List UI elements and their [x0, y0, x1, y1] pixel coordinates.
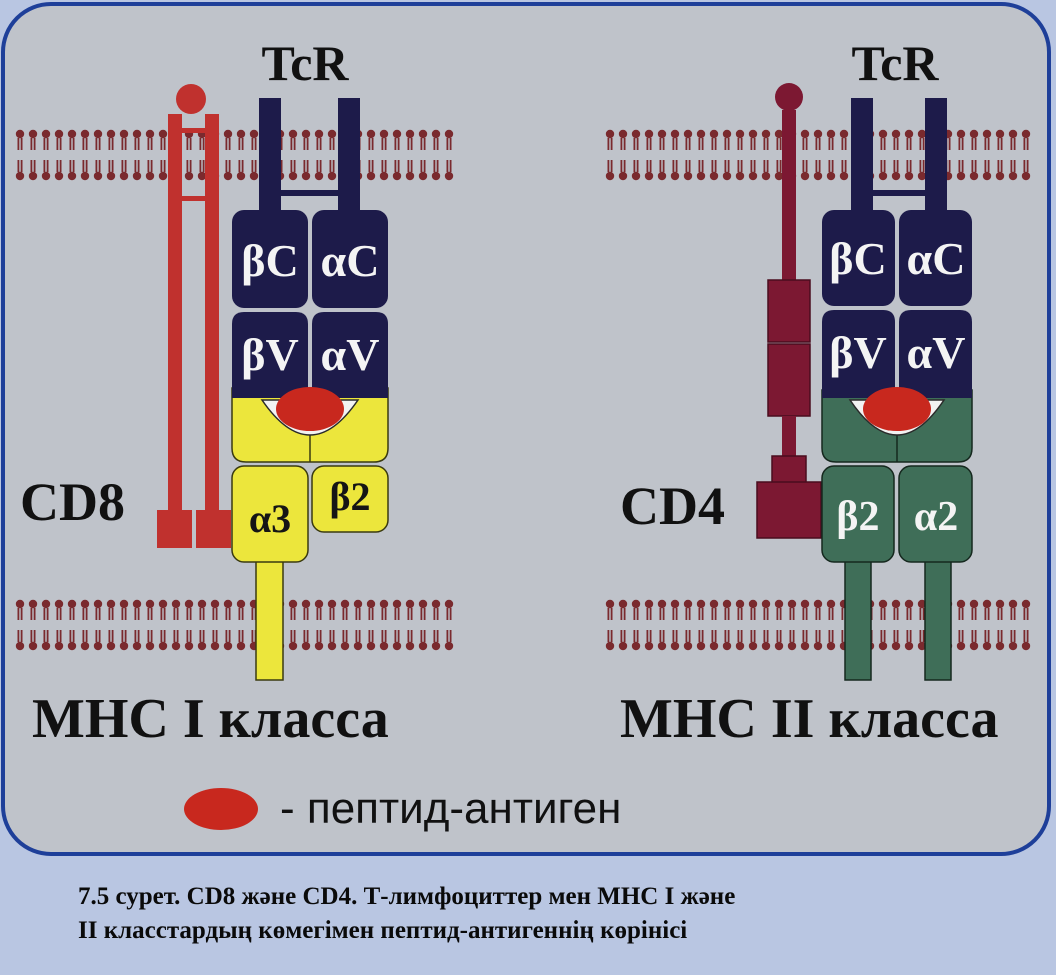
- left-alpha-c-label: αC: [321, 235, 380, 286]
- right-alpha-v-label: αV: [907, 327, 966, 378]
- figure-caption: 7.5 сурет. CD8 және CD4. Т-лимфоциттер м…: [78, 880, 1038, 948]
- right-complex: [756, 83, 973, 681]
- legend: - пептид-антиген: [184, 784, 621, 833]
- tcr-right: [822, 98, 972, 398]
- mhc1-alpha3-label: α3: [249, 496, 291, 541]
- mhc2-beta2-label: β2: [836, 494, 879, 540]
- right-alpha-c-label: αC: [907, 233, 966, 284]
- right-beta-v-label: βV: [829, 327, 886, 378]
- cd8-coreceptor: [157, 84, 231, 548]
- caption-line-1: 7.5 сурет. CD8 және CD4. Т-лимфоциттер м…: [78, 883, 736, 910]
- mhc1-beta2-label: β2: [329, 474, 370, 519]
- tcr-label-right: TcR: [851, 35, 939, 91]
- cd8-label: CD8: [20, 472, 125, 532]
- mhc2-title: МНС II класса: [620, 688, 999, 750]
- right-beta-c-label: βC: [829, 233, 886, 284]
- left-complex: [157, 84, 389, 681]
- cd4-label: CD4: [620, 476, 725, 536]
- peptide-antigen-right: [863, 387, 931, 431]
- tcr-label-left: TcR: [261, 35, 349, 91]
- left-alpha-v-label: αV: [321, 329, 380, 380]
- peptide-antigen-left: [276, 387, 344, 431]
- mhc2-alpha2-label: α2: [914, 494, 958, 540]
- legend-text: - пептид-антиген: [280, 784, 621, 833]
- tcr-left: [232, 98, 388, 398]
- legend-peptide-symbol: [184, 788, 258, 830]
- mhc1-title: МНС I класса: [32, 688, 389, 750]
- left-beta-v-label: βV: [241, 329, 298, 380]
- cd4-coreceptor: [756, 83, 822, 539]
- mhc-class-1: [231, 387, 389, 681]
- left-beta-c-label: βC: [241, 235, 298, 286]
- caption-line-2: ІІ класстардың көмегімен пептид-антигенн…: [78, 917, 688, 944]
